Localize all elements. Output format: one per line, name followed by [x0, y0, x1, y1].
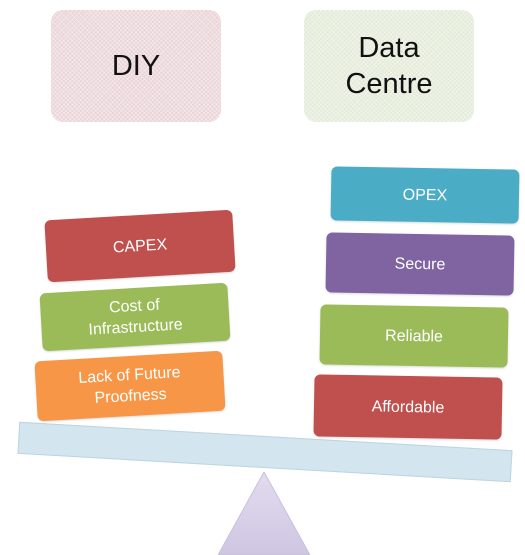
data-centre-header: Data Centre [304, 10, 474, 122]
secure-label: Secure [394, 255, 446, 273]
reliable-label: Reliable [384, 326, 444, 346]
opex-label: OPEX [402, 186, 448, 204]
capex-block: CAPEX [44, 209, 236, 283]
affordable-block: Affordable [313, 374, 503, 440]
capex-label: CAPEX [112, 235, 168, 257]
lack-of-future-proofness-label: Lack of Future Proofness [77, 364, 181, 408]
diy-header: DIY [51, 10, 221, 122]
cost-of-infrastructure-block: Cost of Infrastructure [39, 282, 231, 352]
fulcrum-triangle [218, 472, 310, 555]
cost-of-infrastructure-label: Cost of Infrastructure [88, 296, 184, 339]
lack-of-future-proofness-block: Lack of Future Proofness [34, 350, 226, 422]
secure-block: Secure [325, 232, 515, 296]
affordable-label: Affordable [371, 397, 445, 417]
reliable-block: Reliable [319, 304, 509, 368]
opex-block: OPEX [330, 166, 520, 224]
diy-header-label: DIY [111, 50, 161, 82]
data-centre-header-label: Data Centre [345, 32, 433, 100]
